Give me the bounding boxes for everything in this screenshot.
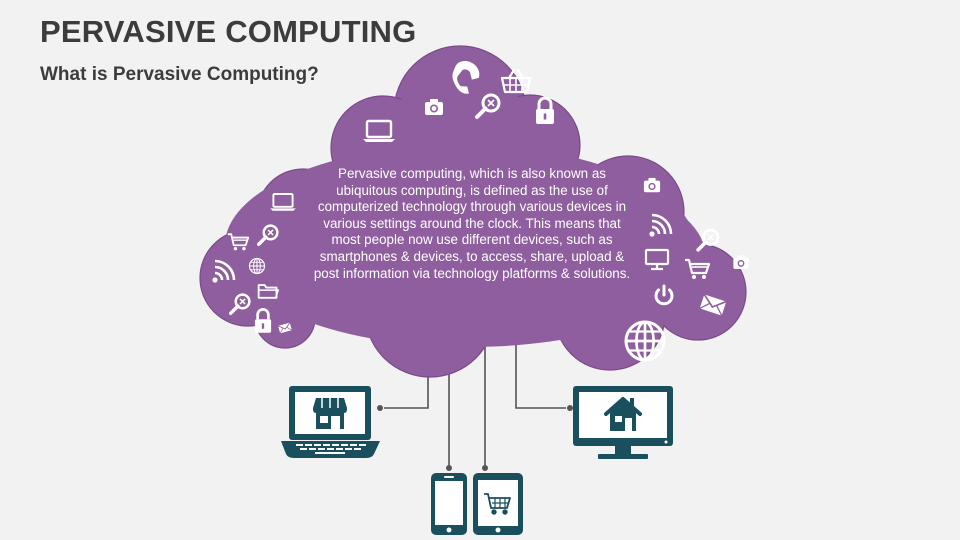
tablet-cart-device	[473, 473, 523, 535]
desktop-home-device	[573, 386, 673, 459]
globe-icon	[248, 257, 266, 275]
store-icon	[313, 398, 347, 429]
page-title: PERVASIVE COMPUTING	[40, 14, 417, 49]
cart-icon	[484, 493, 511, 515]
connector-dot	[567, 405, 573, 411]
page-subtitle: What is Pervasive Computing?	[40, 64, 319, 85]
smartphone-device	[431, 473, 467, 535]
cloud-description: Pervasive computing, which is also known…	[313, 166, 631, 281]
camera-icon	[733, 255, 749, 269]
connector-dot	[377, 405, 383, 411]
connector-desktop	[515, 340, 566, 409]
laptop-store-device	[281, 386, 380, 458]
home-icon	[604, 397, 642, 431]
connector-dot	[482, 465, 488, 471]
connector-dot	[446, 465, 452, 471]
globe-icon	[624, 320, 666, 362]
